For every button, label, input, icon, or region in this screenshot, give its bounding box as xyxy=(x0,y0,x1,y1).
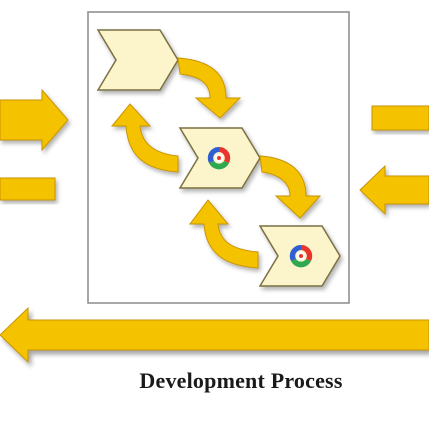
back-arrow-1 xyxy=(110,103,179,173)
left-input-arrow xyxy=(0,88,69,152)
diagram-caption: Development Process xyxy=(139,368,343,393)
process-cycle-icon xyxy=(289,244,313,268)
forward-arrow-1 xyxy=(177,57,242,119)
right-feedback-arrow xyxy=(359,164,429,216)
bottom-return-arrow xyxy=(0,306,429,364)
process-step-1 xyxy=(96,29,179,91)
left-output-bar xyxy=(0,177,56,201)
forward-arrow-2 xyxy=(259,155,322,219)
back-arrow-2 xyxy=(189,199,259,269)
process-cycle-icon xyxy=(207,146,231,170)
right-input-bar xyxy=(371,105,429,131)
